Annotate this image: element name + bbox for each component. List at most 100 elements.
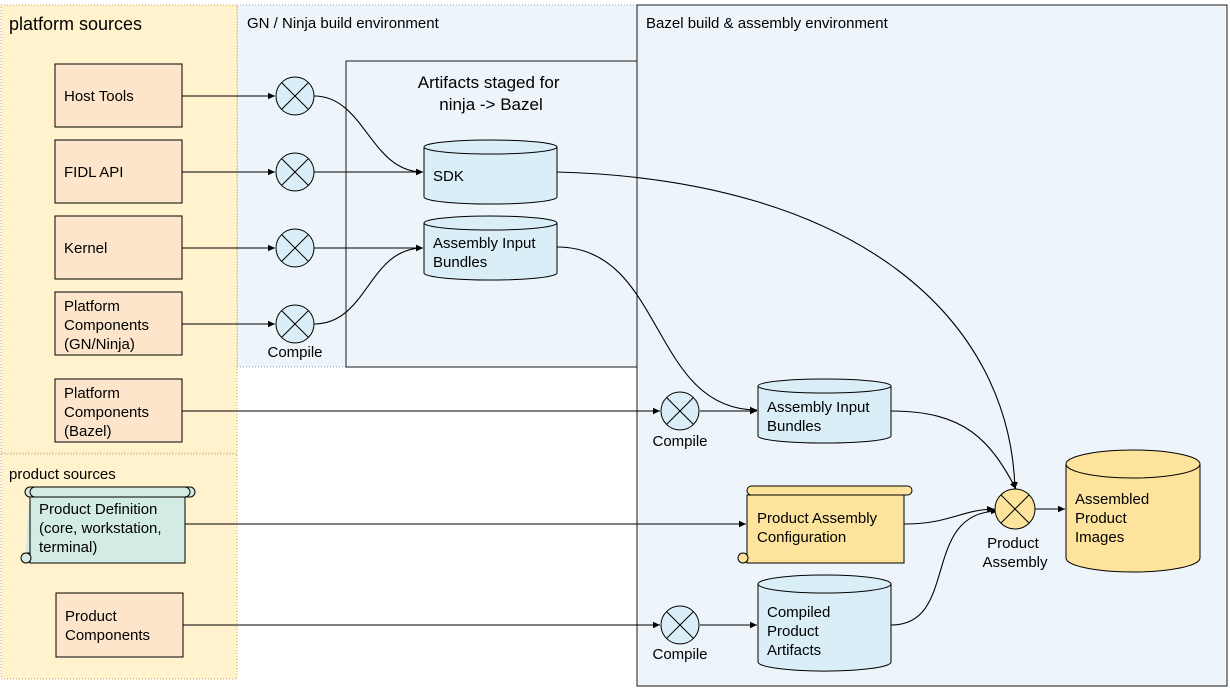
source-platform-components-bazel: Platform Components (Bazel) <box>54 378 183 443</box>
label-line: Artifacts <box>767 642 821 659</box>
x-cross-icon <box>666 611 694 639</box>
edge-sdk-to-product-assembly <box>556 171 1018 490</box>
compile-node-platform-gn <box>275 304 315 344</box>
scroll-body <box>29 496 186 564</box>
edge-compile-to-sdk-from-host-tools <box>313 95 424 176</box>
label-line: Assembly Input <box>767 399 870 416</box>
x-cross-icon <box>281 310 309 338</box>
label-line: Assembly <box>982 554 1048 571</box>
staged-assembly-input-bundles-cylinder: Assembly Input Bundles <box>423 215 558 281</box>
source-box <box>54 63 183 128</box>
scroll-bottom-curl <box>737 552 749 564</box>
staged-artifacts-region <box>345 60 638 368</box>
cylinder-label: Assembly Input Bundles <box>433 235 540 271</box>
edge-config-to-product-assembly <box>903 506 995 525</box>
label-line: Platform <box>64 385 120 402</box>
cylinder-label: Assembly Input Bundles <box>767 399 874 435</box>
source-fidl-api: FIDL API <box>54 139 183 204</box>
label-line: (Bazel) <box>64 423 112 440</box>
x-cross-icon <box>666 397 694 425</box>
label-line: Kernel <box>64 240 107 257</box>
compile-node-product-components <box>660 605 700 645</box>
product-sources-title: product sources <box>9 466 116 483</box>
source-box <box>54 215 183 280</box>
scroll-label: Product Assembly Configuration <box>757 510 881 546</box>
source-label: Product Definition (core, workstation, t… <box>39 501 166 556</box>
scroll-body <box>746 494 905 564</box>
bazel-assembly-input-bundles-cylinder: Assembly Input Bundles <box>757 378 892 444</box>
compile-label-bazel: Compile <box>652 433 707 450</box>
edge-compile-to-aib-from-platform-gn <box>313 244 424 325</box>
label-line: Components <box>64 404 149 421</box>
compile-node-kernel <box>275 228 315 268</box>
label-line: (core, workstation, <box>39 520 162 537</box>
staged-artifacts-title: Artifacts staged for ninja -> Bazel <box>418 73 564 114</box>
source-box <box>54 291 183 356</box>
label-line: Host Tools <box>64 88 134 105</box>
cylinder-label: SDK <box>433 168 464 185</box>
label-line: Product Definition <box>39 501 157 518</box>
source-label: Platform Components (GN/Ninja) <box>64 298 153 353</box>
x-cross-icon <box>1000 494 1030 524</box>
source-kernel: Kernel <box>54 215 183 280</box>
label-line: Product <box>987 535 1040 552</box>
scroll-top <box>29 486 191 498</box>
label-line: Components <box>64 317 149 334</box>
edge-bazel-aib-to-product-assembly <box>890 410 1017 490</box>
source-label: FIDL API <box>64 164 123 181</box>
label-line: Product Assembly <box>757 510 878 527</box>
x-cross-icon <box>281 158 309 186</box>
cylinder-label: Assembled Product Images <box>1075 491 1153 546</box>
bazel-environment-region <box>636 4 1228 687</box>
cylinder-label: Compiled Product Artifacts <box>767 604 835 659</box>
compile-node-platform-bazel <box>660 391 700 431</box>
assembled-product-images-cylinder: Assembled Product Images <box>1065 449 1201 573</box>
compile-node-host-tools <box>275 76 315 116</box>
source-platform-components-gn: Platform Components (GN/Ninja) <box>54 291 183 356</box>
label-line: Images <box>1075 529 1124 546</box>
gn-ninja-environment-title: GN / Ninja build environment <box>247 15 440 32</box>
x-cross-icon <box>281 82 309 110</box>
label-line: Components <box>65 627 150 644</box>
source-label: Product Components <box>65 608 150 644</box>
bazel-environment-title: Bazel build & assembly environment <box>646 15 889 32</box>
staged-artifacts-title-line: ninja -> Bazel <box>439 95 542 114</box>
source-box <box>54 378 183 443</box>
label-line: FIDL API <box>64 164 123 181</box>
label-line: Assembled <box>1075 491 1149 508</box>
x-cross-icon <box>281 234 309 262</box>
compile-label-product: Compile <box>652 646 707 663</box>
source-label: Platform Components (Bazel) <box>64 385 153 440</box>
label-line: Product <box>65 608 118 625</box>
edges <box>182 92 1065 629</box>
source-product-components: Product Components <box>55 592 184 658</box>
compile-node-fidl <box>275 152 315 192</box>
label-line: (GN/Ninja) <box>64 336 135 353</box>
staged-artifacts-title-line: Artifacts staged for <box>418 73 560 92</box>
source-product-definition: Product Definition (core, workstation, t… <box>20 486 196 564</box>
product-assembly-configuration-scroll: Product Assembly Configuration <box>737 485 913 564</box>
staged-sdk-cylinder: SDK <box>423 139 558 205</box>
product-assembly-label: Product Assembly <box>982 535 1048 571</box>
label-line: SDK <box>433 168 464 185</box>
source-label: Kernel <box>64 240 107 257</box>
label-line: Product <box>1075 510 1128 527</box>
source-box <box>55 592 184 658</box>
label-line: Assembly Input <box>433 235 536 252</box>
source-box <box>54 139 183 204</box>
platform-sources-title: platform sources <box>9 14 142 34</box>
edge-compiled-artifacts-to-product-assembly <box>890 507 999 626</box>
label-line: Configuration <box>757 529 846 546</box>
label-line: Product <box>767 623 820 640</box>
edge-staged-aib-to-bazel-aib <box>556 246 758 414</box>
label-line: Platform <box>64 298 120 315</box>
scroll-bottom-curl <box>20 552 32 564</box>
label-line: Bundles <box>767 418 821 435</box>
source-label: Host Tools <box>64 88 134 105</box>
compiled-product-artifacts-cylinder: Compiled Product Artifacts <box>757 574 892 672</box>
label-line: Compiled <box>767 604 830 621</box>
label-line: terminal) <box>39 539 97 556</box>
product-assembly-node <box>994 488 1036 530</box>
scroll-top <box>746 485 913 496</box>
